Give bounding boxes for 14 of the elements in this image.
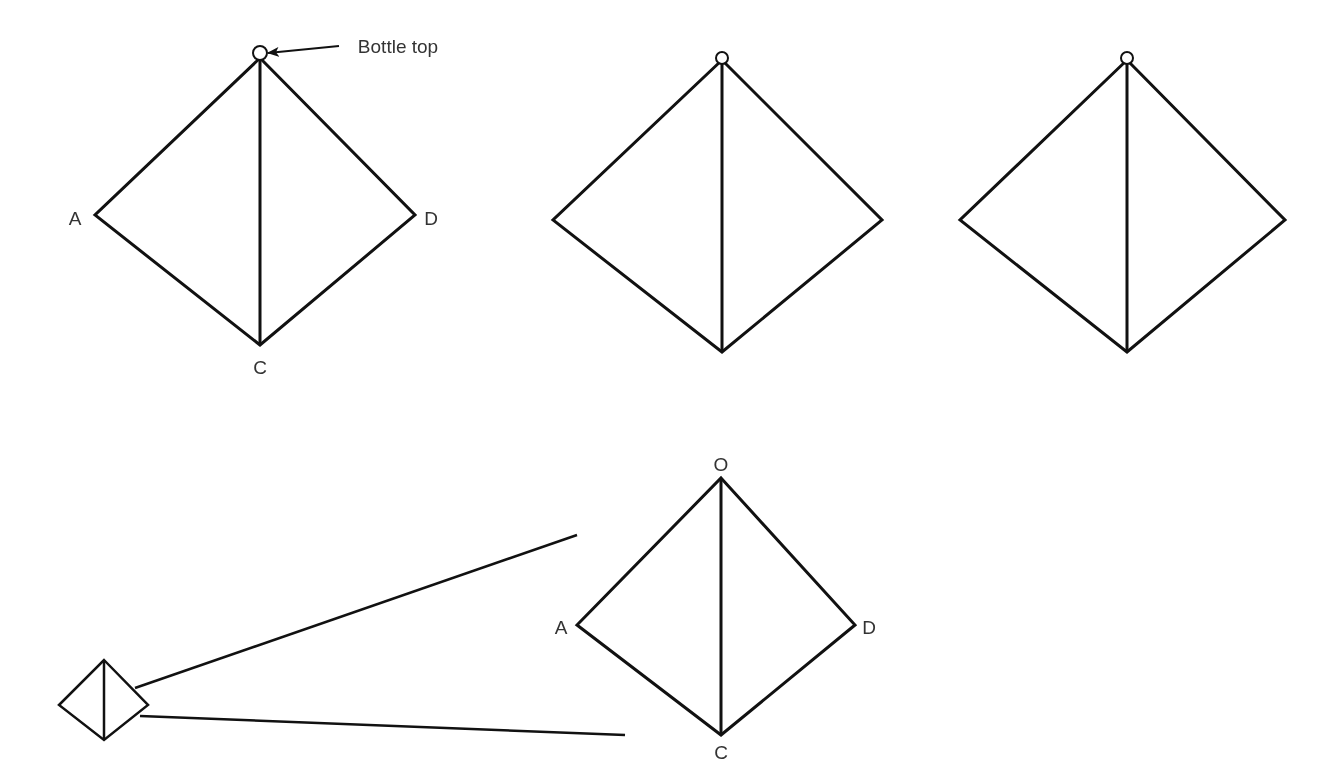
vertex-label: A — [554, 617, 568, 637]
vertex-label: D — [424, 208, 438, 228]
callout-text: Bottle top — [357, 36, 439, 56]
enlarged-diamond-drawing — [574, 475, 858, 737]
vertex-label: C — [714, 742, 728, 762]
bottle-top-circle — [252, 45, 268, 61]
magnification-line — [139, 714, 626, 737]
small-diamond-drawing — [57, 658, 150, 742]
vertex-label: A — [68, 208, 82, 228]
vertex-label: O — [713, 454, 729, 474]
magnification-line — [134, 533, 578, 690]
leader-arrow — [267, 45, 340, 57]
vertex-label: D — [862, 617, 876, 637]
vertex-label: C — [253, 357, 267, 377]
